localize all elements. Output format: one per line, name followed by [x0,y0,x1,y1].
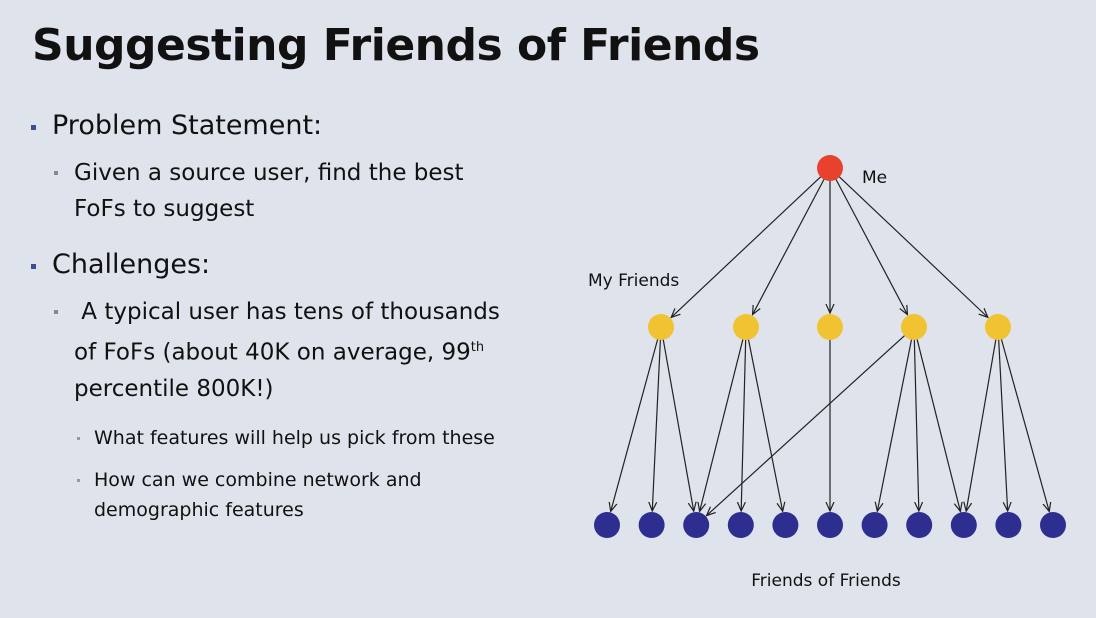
bullet-challenge-detail: A typical user has tens of thousands of … [28,294,568,407]
fof-node-3 [683,512,710,538]
bullet-marker [31,125,36,130]
problem-heading: Problem Statement: [52,110,323,141]
graph-nodes [594,155,1066,538]
friend-node-5 [985,314,1011,340]
edge-friend-4-to-fof-7 [877,337,913,511]
problem-line-2: FoFs to suggest [74,196,255,222]
edge-me-to-friend-5 [837,175,988,318]
edge-friend-4-to-fof-8 [913,337,919,511]
slide-title: Suggesting Friends of Friends [32,20,760,71]
challenges-heading: Challenges: [52,249,211,280]
edge-me-to-friend-2 [753,177,826,315]
sub-bullet-2-line-1: How can we combine network and [94,468,422,491]
bullet-marker [31,264,36,269]
fof-node-4 [727,512,754,538]
bullet-marker [77,478,80,482]
bullet-problem-detail: Given a source user, find the best FoFs … [28,155,568,227]
sub-bullet-features: What features will help us pick from the… [28,423,568,453]
fof-node-8 [906,512,933,538]
graph-edges [611,175,1050,516]
problem-line-1: Given a source user, find the best [74,160,464,186]
fof-node-2 [638,512,665,538]
bullet-marker [54,171,58,175]
fof-node-6 [817,512,843,538]
sub-bullet-2-line-2: demographic features [94,498,304,521]
edge-friend-1-to-fof-1 [611,337,659,512]
edge-friend-2-to-fof-5 [747,337,783,511]
me-node [817,155,843,181]
edge-friend-2-to-fof-4 [741,337,747,511]
friend-node-1 [648,314,674,340]
edge-friend-5-to-fof-9 [966,337,997,511]
edge-me-to-friend-4 [834,177,907,315]
friend-graph-diagram: Me My Friends Friends of Friends [588,155,1066,591]
edge-me-to-friend-1 [671,175,823,318]
edge-friend-4-to-fof-9 [916,337,961,512]
sub-bullet-combine: How can we combine network and demograph… [28,465,568,525]
fof-node-5 [772,512,799,538]
fof-node-11 [1040,512,1066,538]
edge-friend-1-to-fof-3 [662,337,694,511]
edge-friend-5-to-fof-10 [997,337,1008,511]
fof-node-10 [995,512,1022,538]
fofs-label: Friends of Friends [751,571,901,591]
edge-friend-5-to-fof-11 [1000,337,1049,512]
fof-node-7 [861,512,888,538]
challenge-line-3: percentile 800K!) [74,375,274,402]
edge-friend-4-to-fof-3 [707,333,907,515]
challenge-line-2: of FoFs (about 40K on average, 99th [74,330,568,371]
friend-node-2 [733,314,759,340]
challenge-superscript: th [470,340,485,355]
sub-bullet-1: What features will help us pick from the… [94,426,495,449]
fof-node-1 [594,512,620,538]
bullet-marker [77,436,80,440]
fof-node-9 [950,512,977,538]
my-friends-label: My Friends [588,271,679,291]
challenge-line-2-text: of FoFs (about 40K on average, 99 [74,339,471,366]
friend-node-3 [817,314,843,340]
bullet-challenges: Challenges: [28,249,568,280]
bullet-list: Problem Statement: Given a source user, … [28,110,568,525]
edge-friend-2-to-fof-3 [700,337,744,512]
bullet-problem: Problem Statement: [28,110,568,141]
edge-friend-1-to-fof-2 [652,337,662,511]
friend-node-4 [901,314,927,340]
challenge-line-1: A typical user has tens of thousands [74,299,500,325]
me-label: Me [862,168,887,188]
bullet-marker [54,310,58,314]
